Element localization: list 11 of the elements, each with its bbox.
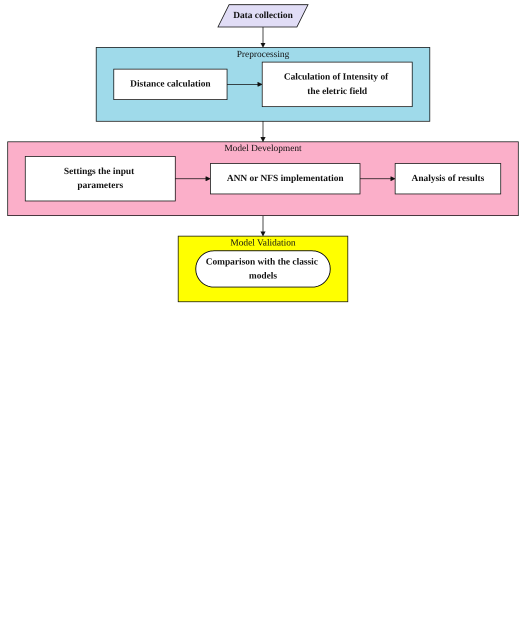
- arrow: [360, 176, 396, 182]
- node-box: Analysis of results: [394, 163, 502, 194]
- arrow: [260, 215, 266, 236]
- arrow: [260, 120, 266, 142]
- node-box: Settings the input parameters: [24, 156, 176, 202]
- arrow: [260, 26, 266, 48]
- arrow: [174, 176, 211, 182]
- arrow: [226, 82, 262, 87]
- node-box: ANN or NFS implementation: [210, 163, 360, 194]
- node-box: Calculation of Intensity of the eletric field: [262, 62, 413, 108]
- node-box: Distance calculation: [113, 68, 228, 100]
